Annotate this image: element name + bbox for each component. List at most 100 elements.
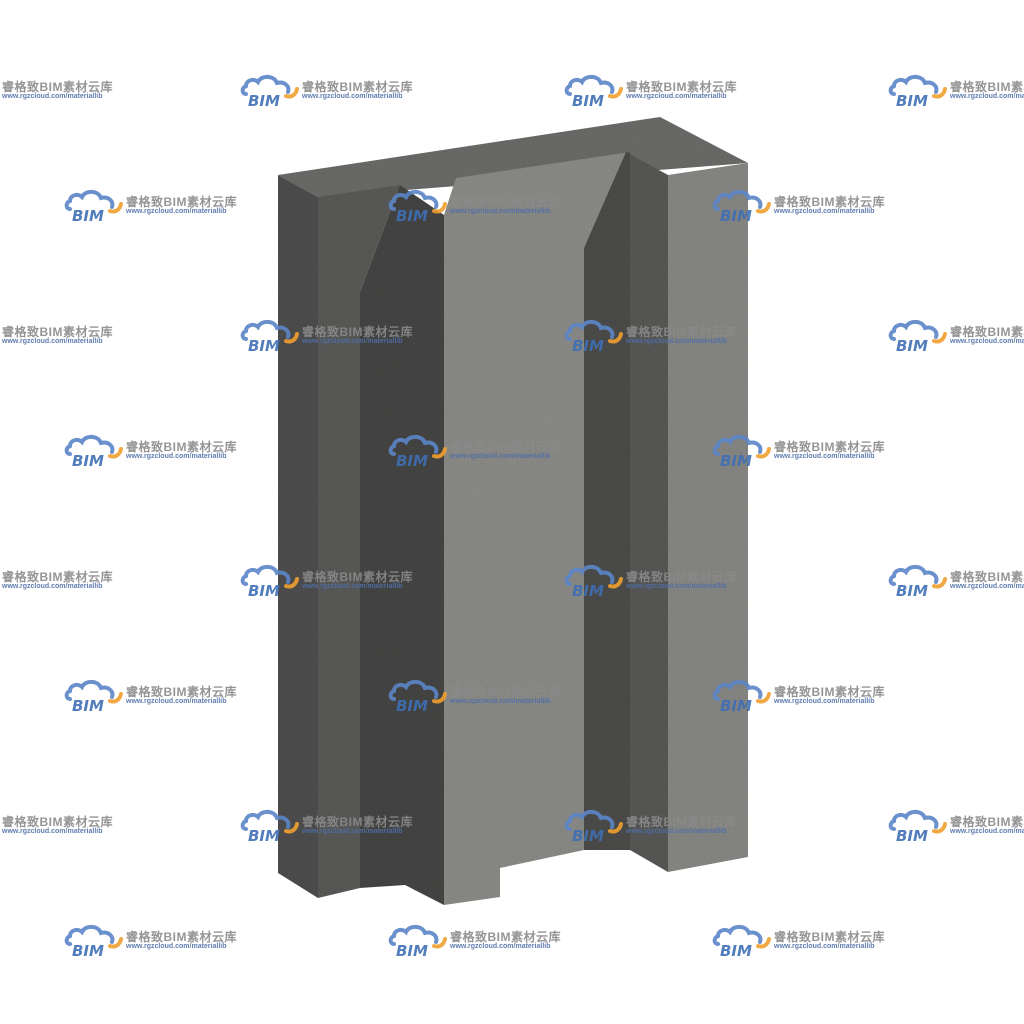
watermark-url: www.rgzcloud.com/materiallib — [126, 943, 227, 950]
watermark: BIM 睿格致BIM素材云库 www.rgzcloud.com/material… — [562, 70, 752, 110]
watermark-brand: 睿格致BIM素材云库 — [2, 80, 113, 94]
bim-logo-text: BIM — [248, 582, 280, 600]
watermark-url: www.rgzcloud.com/materiallib — [2, 828, 103, 835]
block-top-face — [278, 117, 748, 197]
watermark-brand: 睿格致BIM素材云库 — [2, 570, 113, 584]
watermark-url: www.rgzcloud.com/materiallib — [626, 583, 727, 590]
watermark: BIM 睿格致BIM素材云库 www.rgzcloud.com/material… — [710, 920, 900, 960]
bim-cloud-icon: BIM — [564, 564, 623, 600]
bim-cloud-icon: BIM — [240, 74, 299, 110]
bim-cloud-icon: BIM — [64, 679, 123, 715]
bim-cloud-icon: BIM — [888, 809, 947, 845]
watermark-brand: 睿格致BIM素材云库 — [2, 325, 113, 339]
watermark-brand: 睿格致BIM素材云库 — [774, 440, 885, 454]
bim-logo-text: BIM — [896, 827, 928, 845]
bim-logo-text: BIM — [396, 207, 428, 225]
bim-logo-text: BIM — [72, 697, 104, 715]
bim-logo-text: BIM — [896, 337, 928, 355]
watermark-url: www.rgzcloud.com/materiallib — [302, 583, 403, 590]
watermark-url: www.rgzcloud.com/materiallib — [2, 583, 103, 590]
watermark-url: www.rgzcloud.com/materiallib — [626, 93, 727, 100]
bim-logo-text: BIM — [396, 697, 428, 715]
watermark: BIM 睿格致BIM素材云库 www.rgzcloud.com/material… — [710, 675, 900, 715]
bim-cloud-icon: BIM — [888, 564, 947, 600]
bim-logo-text: BIM — [72, 942, 104, 960]
bim-cloud-icon: BIM — [564, 319, 623, 355]
watermark-brand: 睿格致BIM素材云库 — [2, 815, 113, 829]
watermark: BIM 睿格致BIM素材云库 www.rgzcloud.com/material… — [562, 805, 752, 845]
watermark-url: www.rgzcloud.com/materiallib — [450, 208, 551, 215]
bim-logo-text: BIM — [572, 582, 604, 600]
bim-cloud-icon: BIM — [888, 74, 947, 110]
watermark: BIM 睿格致BIM素材云库 www.rgzcloud.com/material… — [562, 315, 752, 355]
watermark-url: www.rgzcloud.com/materiallib — [2, 338, 103, 345]
bim-logo-text: BIM — [572, 827, 604, 845]
bim-logo-text: BIM — [396, 452, 428, 470]
bim-logo-text: BIM — [896, 582, 928, 600]
watermark-brand: 睿格致BIM素材云库 — [302, 325, 413, 339]
watermark-brand: 睿格致BIM素材云库 — [774, 685, 885, 699]
watermark-brand: 睿格致BIM素材云库 — [950, 80, 1024, 94]
watermark-brand: 睿格致BIM素材云库 — [302, 80, 413, 94]
watermark-brand: 睿格致BIM素材云库 — [126, 685, 237, 699]
watermark-url: www.rgzcloud.com/materiallib — [626, 338, 727, 345]
bim-logo-text: BIM — [248, 92, 280, 110]
watermark: BIM 睿格致BIM素材云库 www.rgzcloud.com/material… — [238, 805, 428, 845]
watermark-url: www.rgzcloud.com/materiallib — [774, 208, 875, 215]
watermark: BIM 睿格致BIM素材云库 www.rgzcloud.com/material… — [238, 560, 428, 600]
bim-logo-text: BIM — [396, 942, 428, 960]
watermark-url: www.rgzcloud.com/materiallib — [450, 698, 551, 705]
bim-logo-text: BIM — [720, 452, 752, 470]
watermark-brand: 睿格致BIM素材云库 — [450, 440, 561, 454]
bim-cloud-icon: BIM — [240, 809, 299, 845]
watermark-url: www.rgzcloud.com/materiallib — [450, 453, 551, 460]
watermark: BIM 睿格致BIM素材云库 www.rgzcloud.com/material… — [62, 920, 252, 960]
watermark-url: www.rgzcloud.com/materiallib — [950, 93, 1024, 100]
watermark-brand: 睿格致BIM素材云库 — [626, 325, 737, 339]
block-right-flange — [626, 152, 668, 872]
watermark-url: www.rgzcloud.com/materiallib — [126, 698, 227, 705]
watermark-url: www.rgzcloud.com/materiallib — [302, 338, 403, 345]
watermark: BIM 睿格致BIM素材云库 www.rgzcloud.com/material… — [0, 315, 128, 355]
watermark: BIM 睿格致BIM素材云库 www.rgzcloud.com/material… — [0, 805, 128, 845]
watermark-brand: 睿格致BIM素材云库 — [450, 930, 561, 944]
bim-logo-text: BIM — [896, 92, 928, 110]
watermark-brand: 睿格致BIM素材云库 — [774, 195, 885, 209]
watermark: BIM 睿格致BIM素材云库 www.rgzcloud.com/material… — [0, 70, 128, 110]
bim-cloud-icon: BIM — [388, 189, 447, 225]
watermark: BIM 睿格致BIM素材云库 www.rgzcloud.com/material… — [386, 675, 576, 715]
watermark-url: www.rgzcloud.com/materiallib — [626, 828, 727, 835]
watermark-url: www.rgzcloud.com/materiallib — [302, 93, 403, 100]
bim-cloud-icon: BIM — [388, 924, 447, 960]
bim-cloud-icon: BIM — [712, 924, 771, 960]
watermark: BIM 睿格致BIM素材云库 www.rgzcloud.com/material… — [386, 430, 576, 470]
bim-cloud-icon: BIM — [64, 924, 123, 960]
watermark: BIM 睿格致BIM素材云库 www.rgzcloud.com/material… — [238, 70, 428, 110]
watermark-url: www.rgzcloud.com/materiallib — [126, 208, 227, 215]
watermark-brand: 睿格致BIM素材云库 — [126, 195, 237, 209]
bim-cloud-icon: BIM — [388, 679, 447, 715]
watermark: BIM 睿格致BIM素材云库 www.rgzcloud.com/material… — [710, 185, 900, 225]
watermark-brand: 睿格致BIM素材云库 — [302, 815, 413, 829]
bim-logo-text: BIM — [720, 697, 752, 715]
watermark: BIM 睿格致BIM素材云库 www.rgzcloud.com/material… — [62, 185, 252, 225]
block-right-end-face — [668, 163, 748, 872]
watermark-brand: 睿格致BIM素材云库 — [626, 80, 737, 94]
bim-cloud-icon: BIM — [712, 189, 771, 225]
watermark-brand: 睿格致BIM素材云库 — [950, 325, 1024, 339]
watermark-url: www.rgzcloud.com/materiallib — [950, 828, 1024, 835]
watermark: BIM 睿格致BIM素材云库 www.rgzcloud.com/material… — [886, 315, 1024, 355]
bim-cloud-icon: BIM — [388, 434, 447, 470]
bim-cloud-icon: BIM — [564, 809, 623, 845]
watermark: BIM 睿格致BIM素材云库 www.rgzcloud.com/material… — [886, 560, 1024, 600]
bim-cloud-icon: BIM — [712, 679, 771, 715]
watermark: BIM 睿格致BIM素材云库 www.rgzcloud.com/material… — [386, 920, 576, 960]
watermark-url: www.rgzcloud.com/materiallib — [774, 453, 875, 460]
watermark: BIM 睿格致BIM素材云库 www.rgzcloud.com/material… — [886, 805, 1024, 845]
watermark: BIM 睿格致BIM素材云库 www.rgzcloud.com/material… — [710, 430, 900, 470]
bim-logo-text: BIM — [720, 942, 752, 960]
block-left-side-face — [278, 175, 318, 898]
watermark-url: www.rgzcloud.com/materiallib — [950, 338, 1024, 345]
watermark-brand: 睿格致BIM素材云库 — [450, 685, 561, 699]
